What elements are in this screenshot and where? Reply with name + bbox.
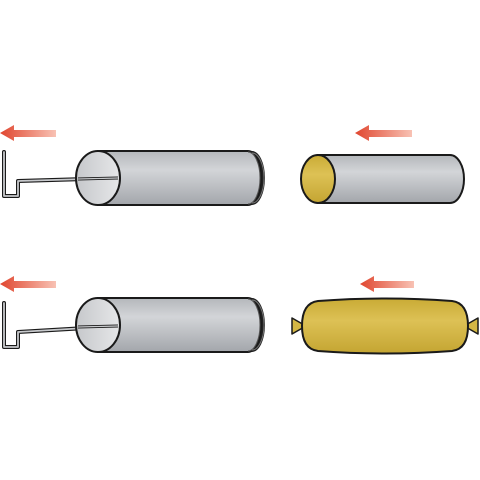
sausage-pack-icon [291, 297, 479, 355]
rigid-cartridge-icon [300, 154, 465, 204]
left-arrow-icon [355, 125, 412, 141]
panel-bottom-left [0, 276, 265, 353]
panel-top-left [0, 125, 265, 206]
left-arrow-icon [360, 276, 414, 292]
hook-rod-icon [2, 301, 122, 349]
left-arrow-icon [0, 125, 56, 141]
empty-tube-icon [75, 297, 265, 353]
panel-bottom-right [291, 276, 479, 355]
panel-top-right [300, 125, 465, 204]
hook-rod-icon [2, 150, 122, 198]
left-arrow-icon [0, 276, 56, 292]
empty-tube-icon [75, 150, 265, 206]
